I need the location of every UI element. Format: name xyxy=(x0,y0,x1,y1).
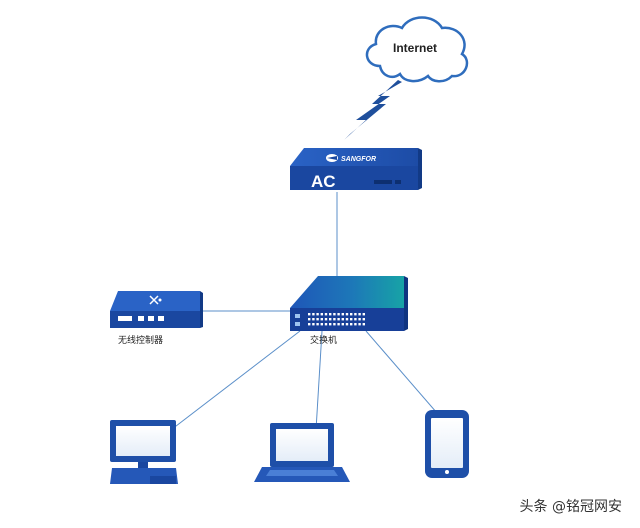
switch-port xyxy=(345,313,349,316)
link-switch-laptop xyxy=(315,330,323,431)
switch-port xyxy=(333,318,336,321)
switch-port xyxy=(324,313,328,316)
switch-port xyxy=(312,323,315,326)
switch-port xyxy=(358,318,361,321)
switch-port xyxy=(316,313,319,316)
cloud-icon xyxy=(365,16,469,83)
network-switch-icon xyxy=(290,276,408,331)
switch-port xyxy=(362,323,365,326)
smartphone-icon xyxy=(425,410,469,478)
wireless-controller-label: 无线控制器 xyxy=(118,336,164,346)
lightning-bolt-icon xyxy=(344,80,402,140)
switch-port xyxy=(345,318,349,321)
switch-port xyxy=(308,313,311,316)
switch-port xyxy=(320,323,323,326)
access-controller-icon xyxy=(290,148,422,190)
switch-port xyxy=(350,313,353,316)
cloud-label: Internet xyxy=(393,41,437,55)
switch-label: 交换机 xyxy=(310,336,338,346)
watermark: 头条 @铭冠网安 xyxy=(519,499,622,515)
switch-port xyxy=(312,318,315,321)
wireless-controller-icon xyxy=(110,291,203,328)
switch-port xyxy=(329,313,332,316)
switch-port xyxy=(341,323,344,326)
switch-port xyxy=(308,323,311,326)
ac-brand: SANGFOR xyxy=(341,156,376,163)
switch-port xyxy=(350,323,353,326)
laptop-icon xyxy=(254,423,350,482)
switch-port xyxy=(337,313,340,316)
switch-port xyxy=(333,323,336,326)
switch-port xyxy=(329,323,332,326)
switch-port xyxy=(320,318,323,321)
switch-port xyxy=(329,318,332,321)
switch-port xyxy=(350,318,353,321)
switch-port xyxy=(341,318,344,321)
switch-port xyxy=(354,313,357,316)
switch-port xyxy=(312,313,315,316)
switch-port xyxy=(324,318,328,321)
switch-port xyxy=(354,318,357,321)
desktop-computer-icon xyxy=(110,420,178,484)
switch-ports xyxy=(308,313,365,326)
switch-port xyxy=(337,323,340,326)
switch-port xyxy=(320,313,323,316)
ac-label: AC xyxy=(311,172,336,191)
switch-port xyxy=(316,323,319,326)
switch-port xyxy=(358,313,361,316)
switch-port xyxy=(316,318,319,321)
switch-port xyxy=(362,318,365,321)
switch-port xyxy=(354,323,357,326)
switch-port xyxy=(345,323,349,326)
switch-port xyxy=(308,318,311,321)
switch-port xyxy=(341,313,344,316)
switch-port xyxy=(324,323,328,326)
switch-port xyxy=(333,313,336,316)
switch-port xyxy=(337,318,340,321)
switch-port xyxy=(362,313,365,316)
switch-port xyxy=(358,323,361,326)
